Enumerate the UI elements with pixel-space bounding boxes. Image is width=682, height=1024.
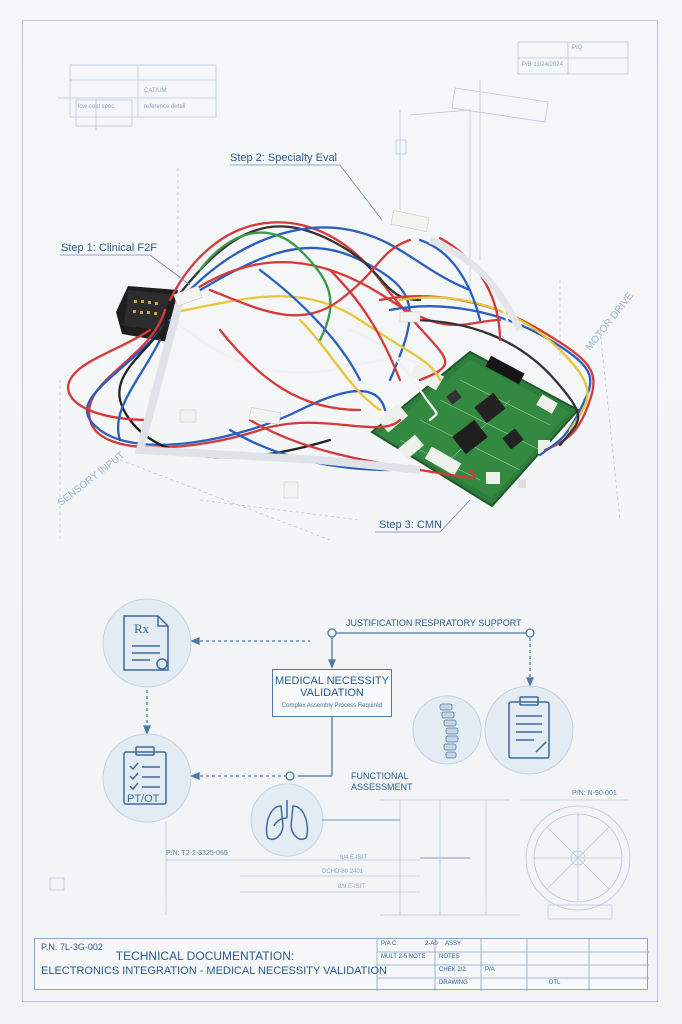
table-note: CAT/UM [144, 88, 167, 94]
spine-icon [439, 703, 459, 759]
white-connector [248, 407, 282, 425]
part-number-left: P/N: T2-2-3325-065 [166, 850, 228, 857]
title-block-line-1: TECHNICAL DOCUMENTATION: [115, 949, 295, 963]
functional-label-2: ASSESSMENT [351, 782, 413, 792]
title-block-cell: ASSY [445, 941, 462, 947]
step-1-label: Step 1: Clinical F2F [61, 242, 157, 254]
clipboard-node [484, 685, 574, 775]
table-note: low-cost spec [78, 104, 115, 110]
part-number-right: P/N: N-90-001 [572, 790, 617, 797]
title-block-cell: 2-A0 [425, 941, 438, 947]
title-block-cell: DRAWING [439, 980, 468, 986]
title-block-cell: DTL [549, 980, 561, 986]
topright-cell-2: P/B 11/24/2024 [522, 62, 563, 68]
title-block-cell: CHEK 2/2 [439, 967, 466, 973]
dimension-note: DCHD-80 2401 [322, 869, 364, 875]
medical-necessity-validation-box: MEDICAL NECESSITY VALIDATION Complex Ass… [272, 669, 392, 717]
dimension-note: 8/9 E-ISIT [338, 884, 366, 890]
sheet-border [22, 20, 658, 1002]
white-connector [390, 210, 430, 232]
title-block-part-number: P.N. 7L-3G-002 [41, 942, 103, 952]
title-block-cell: NOTES [439, 954, 460, 960]
justification-label: JUSTIFICATION RESPRATORY SUPPORT [346, 618, 522, 628]
step-3-label: Step 3: CMN [379, 519, 442, 531]
title-block-grid [376, 939, 649, 991]
functional-label-1: FUNCTIONAL [351, 771, 409, 781]
validation-title-1: MEDICAL NECESSITY [275, 675, 389, 687]
title-block-cell: P/A C [381, 941, 397, 947]
title-block: P.N. 7L-3G-002 TECHNICAL DOCUMENTATION: … [34, 938, 649, 991]
rx-symbol: Rx [134, 621, 150, 636]
white-connector [173, 285, 203, 307]
validation-subtitle: Complex Assembly Process Required [281, 703, 383, 709]
clipboard-icon [508, 701, 550, 759]
lungs-node [250, 783, 324, 857]
validation-title-2: VALIDATION [300, 687, 364, 699]
ptot-label: PT/OT [127, 793, 160, 805]
step-2-label: Step 2: Specialty Eval [230, 152, 338, 164]
table-note: reference detail [144, 104, 186, 110]
prescription-icon [123, 615, 169, 671]
title-block-line-2: ELECTRONICS INTEGRATION - MEDICAL NECESS… [41, 965, 387, 977]
ribbon-cable [134, 236, 524, 474]
title-block-cell: P/A [485, 967, 495, 973]
white-connector [179, 409, 197, 423]
wire-bundle [67, 221, 595, 479]
rx-node [102, 598, 192, 688]
white-connector [283, 481, 299, 499]
checklist-icon [123, 751, 167, 805]
pcb-board [370, 350, 580, 508]
lungs-icon [273, 800, 288, 827]
dimension-note: 8/4 E-ISIT [340, 855, 368, 861]
white-connector [399, 311, 421, 323]
title-block-cell: MULT 2-5 NOTE [381, 954, 426, 960]
topright-cell-1: PIQ [572, 45, 583, 51]
